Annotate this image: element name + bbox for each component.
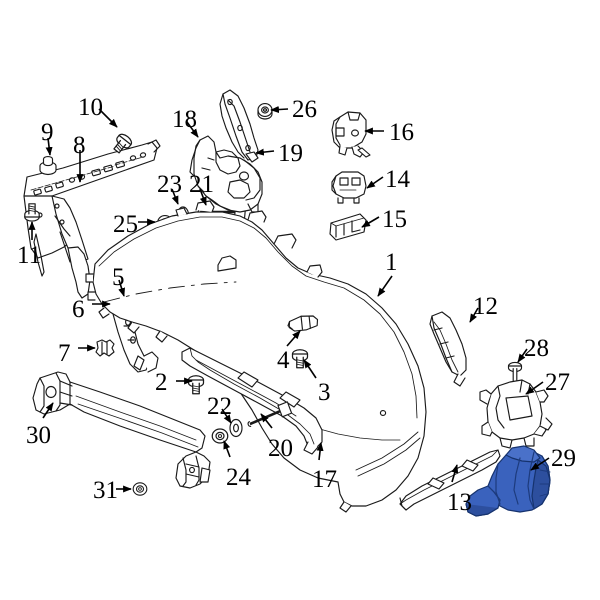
callout-number-31[interactable]: 31	[93, 477, 118, 504]
callout-number-27[interactable]: 27	[545, 369, 570, 396]
part-7-clip	[95, 339, 115, 357]
callout-number-19[interactable]: 19	[278, 140, 303, 167]
leader-line-28	[517, 348, 528, 363]
leader-line-18	[186, 121, 199, 138]
leader-line-20	[260, 413, 273, 429]
part-12-bracket	[429, 311, 467, 387]
leader-line-13	[451, 464, 459, 483]
leader-line-19	[255, 148, 275, 156]
leader-line-12	[469, 307, 479, 323]
leader-line-22	[221, 408, 232, 424]
part-2-bolt	[187, 375, 205, 395]
callout-number-16[interactable]: 16	[389, 119, 414, 146]
part-16-bracket	[331, 111, 371, 158]
callout-number-25[interactable]: 25	[113, 211, 138, 238]
leader-line-17	[316, 442, 324, 461]
callout-number-18[interactable]: 18	[172, 106, 197, 133]
callout-leader-lines	[28, 106, 550, 493]
leader-line-5	[118, 279, 125, 297]
part-19-bracket	[219, 89, 259, 163]
callout-number-2[interactable]: 2	[155, 369, 168, 396]
callout-number-29[interactable]: 29	[551, 445, 576, 472]
callout-number-23[interactable]: 23	[157, 171, 182, 198]
callout-number-4[interactable]: 4	[277, 347, 290, 374]
leader-line-3	[303, 359, 317, 379]
callout-number-14[interactable]: 14	[385, 166, 410, 193]
part-24-nut	[211, 428, 229, 444]
part-26-grommet	[257, 103, 273, 120]
callout-number-13[interactable]: 13	[447, 489, 472, 516]
part-14-holder	[331, 171, 367, 204]
leader-line-27	[525, 381, 544, 395]
part-29-highlighted	[465, 445, 551, 517]
leader-line-4	[286, 330, 301, 347]
leader-line-26	[270, 106, 289, 114]
callout-number-12[interactable]: 12	[473, 293, 498, 320]
part-15-cover	[329, 213, 367, 241]
part-13-molding	[399, 449, 501, 511]
leader-line-24	[223, 440, 231, 458]
part-1-bumper-cover	[85, 200, 427, 513]
callout-number-1[interactable]: 1	[385, 249, 398, 276]
callout-number-6[interactable]: 6	[72, 296, 85, 323]
callout-number-7[interactable]: 7	[58, 340, 71, 367]
part-18-bracket	[189, 135, 263, 213]
leader-line-30	[42, 402, 54, 419]
part-9-grommet	[39, 156, 57, 176]
callout-number-28[interactable]: 28	[524, 335, 549, 362]
callout-number-8[interactable]: 8	[73, 132, 86, 159]
callout-number-26[interactable]: 26	[292, 96, 317, 123]
leader-line-9	[45, 137, 53, 156]
callout-number-10[interactable]: 10	[78, 94, 103, 121]
callout-number-21[interactable]: 21	[189, 171, 214, 198]
leader-line-14	[366, 176, 384, 189]
callout-number-22[interactable]: 22	[207, 393, 232, 420]
part-17-valance	[181, 347, 323, 455]
part-4-clip	[287, 315, 319, 332]
callout-number-11[interactable]: 11	[17, 242, 42, 269]
callout-number-5[interactable]: 5	[112, 264, 125, 291]
callout-number-3[interactable]: 3	[318, 379, 331, 406]
part-22-washer	[229, 418, 243, 438]
part-27-bracket	[479, 379, 553, 449]
leader-line-23	[171, 188, 179, 205]
callout-number-30[interactable]: 30	[26, 422, 51, 449]
leader-line-15	[361, 216, 380, 228]
callout-number-15[interactable]: 15	[382, 206, 407, 233]
callout-number-17[interactable]: 17	[312, 466, 337, 493]
part-31-nut	[132, 482, 148, 496]
leader-line-1	[377, 275, 393, 297]
callout-number-9[interactable]: 9	[41, 119, 54, 146]
leader-line-10	[98, 108, 118, 128]
leader-line-29	[530, 457, 550, 471]
part-30-impact-bar	[32, 371, 211, 489]
callout-number-20[interactable]: 20	[268, 435, 293, 462]
callout-number-24[interactable]: 24	[226, 464, 251, 491]
part-28-bolt	[507, 361, 523, 389]
leader-line-21	[199, 188, 207, 206]
